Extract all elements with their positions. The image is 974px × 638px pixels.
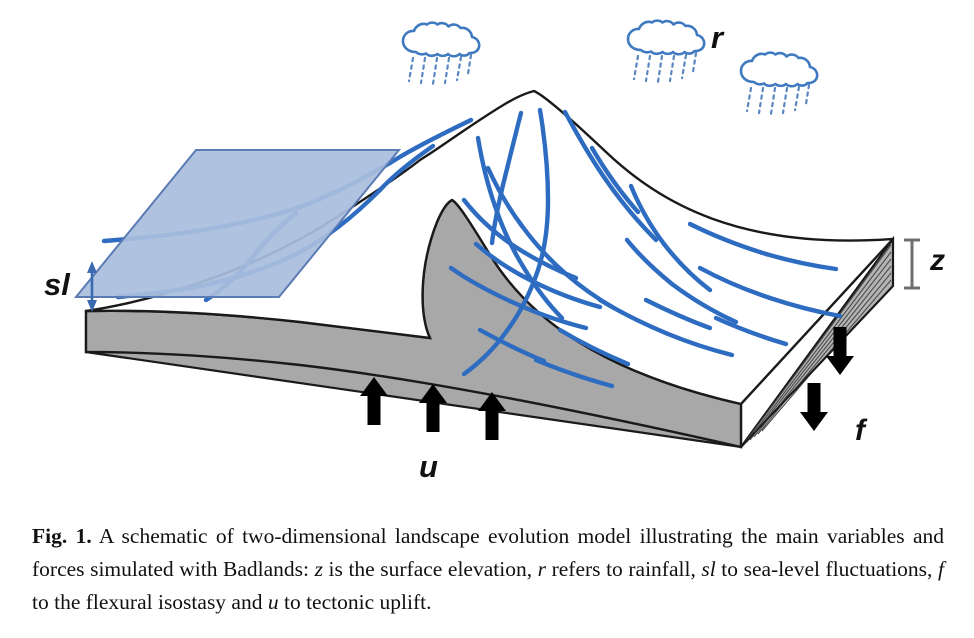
flexure-label: f (855, 414, 868, 447)
caption-after-f: to the flexural isostasy and (32, 589, 268, 614)
uplift-annotation: u (360, 377, 506, 484)
land-surface-shape (84, 89, 895, 406)
sea-level-annotation: sl (44, 261, 97, 312)
sea-level-label: sl (44, 267, 71, 302)
caption-area: Fig. 1. A schematic of two-dimensional l… (0, 492, 974, 638)
caption-var-r: r (537, 556, 547, 581)
caption-var-u: u (267, 589, 279, 614)
double-headed-vertical-arrow-icon (87, 261, 97, 312)
caption-var-sl: sl (701, 556, 716, 581)
caption-after-u: to tectonic uplift. (278, 589, 432, 614)
elevation-annotation: z (904, 238, 945, 290)
caption-after-z: is the surface elevation, (322, 556, 538, 581)
diagram-area: r (44, 19, 945, 484)
caption-lead: A schematic of two-dimensional landscape… (32, 523, 944, 581)
elevation-label: z (929, 244, 945, 277)
sea-level-plane (73, 149, 402, 298)
landscape-evolution-diagram: r (44, 19, 945, 484)
rainfall-label: r (711, 20, 725, 55)
uplift-label: u (419, 449, 438, 484)
caption-var-f: f (938, 556, 944, 581)
caption-var-z: z (314, 556, 323, 581)
caption-after-sl: to sea-level fluctuations, (715, 556, 938, 581)
land-top-surface (84, 89, 895, 406)
vertical-measure-bar-icon (904, 238, 920, 290)
caption-after-r: refers to rainfall, (546, 556, 702, 581)
figure-label: Fig. 1. (32, 523, 92, 548)
rainfall-group: r (401, 19, 819, 116)
flexure-annotation: f (800, 327, 868, 447)
figure-caption: Fig. 1. A schematic of two-dimensional l… (32, 520, 944, 619)
